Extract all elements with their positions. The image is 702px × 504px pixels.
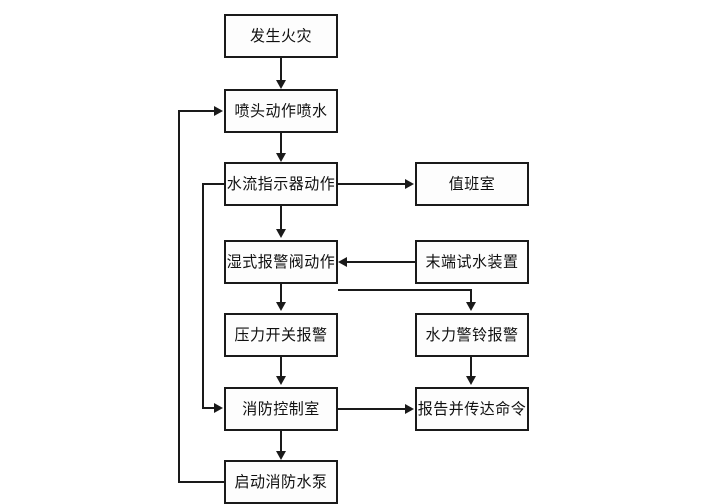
edge-controlroom-to-report-arrow: [405, 404, 414, 414]
edge-pump-loop-arrow: [214, 106, 223, 116]
node-end-test-device-label: 末端试水装置: [425, 252, 519, 271]
node-fire-label: 发生火灾: [249, 26, 312, 45]
node-report-command[interactable]: 报告并传达命令: [415, 387, 529, 431]
edge-flow-loop-top: [202, 183, 226, 185]
edge-endtest-to-wetvalve-arrow: [338, 257, 347, 267]
node-sprinkler-label: 喷头动作喷水: [234, 101, 328, 120]
edge-flow-loop-arrow: [214, 403, 223, 413]
node-fire[interactable]: 发生火灾: [224, 14, 338, 58]
node-report-command-label: 报告并传达命令: [417, 399, 527, 418]
node-fire-control-room-label: 消防控制室: [242, 399, 320, 418]
edge-pump-loop-bottom: [178, 481, 226, 483]
node-pressure-switch[interactable]: 压力开关报警: [224, 313, 338, 357]
edge-flow-loop-vertical: [202, 183, 204, 408]
node-duty-room-label: 值班室: [448, 174, 496, 193]
node-fire-control-room[interactable]: 消防控制室: [224, 387, 338, 431]
node-duty-room[interactable]: 值班室: [415, 162, 529, 206]
edge-controlroom-to-report-line: [338, 408, 406, 410]
edge-flow-to-dutyroom-arrow: [405, 179, 414, 189]
edge-waterbell-to-report-line: [470, 357, 472, 378]
edge-fire-to-sprinkler-arrow: [276, 80, 286, 89]
edge-flow-to-wetvalve-line: [280, 206, 282, 231]
node-wet-alarm-valve[interactable]: 湿式报警阀动作: [224, 240, 338, 284]
edge-flow-to-dutyroom-line: [338, 183, 406, 185]
edge-sprinkler-to-flow-line: [280, 133, 282, 155]
node-fire-pump[interactable]: 启动消防水泵: [224, 460, 338, 504]
node-fire-pump-label: 启动消防水泵: [234, 472, 328, 491]
edge-controlroom-to-pump-arrow: [276, 451, 286, 460]
node-water-bell-label: 水力警铃报警: [425, 325, 519, 344]
node-flow-indicator-label: 水流指示器动作: [226, 174, 336, 193]
edge-pump-loop-top: [178, 110, 217, 112]
node-wet-alarm-valve-label: 湿式报警阀动作: [226, 252, 336, 271]
edge-pump-loop-vertical: [178, 110, 180, 483]
node-sprinkler[interactable]: 喷头动作喷水: [224, 89, 338, 133]
edge-flow-to-wetvalve-arrow: [276, 229, 286, 238]
edge-pressure-to-controlroom-arrow: [276, 376, 286, 385]
edge-endtest-to-wetvalve-line: [347, 261, 415, 263]
edge-pressure-to-controlroom-line: [280, 357, 282, 378]
edge-flow-loop-bottom: [202, 407, 217, 409]
edge-wetvalve-to-waterbell-v: [470, 289, 472, 304]
edge-sprinkler-to-flow-arrow: [276, 153, 286, 162]
node-pressure-switch-label: 压力开关报警: [234, 325, 328, 344]
edge-wetvalve-to-waterbell-arrow: [466, 302, 476, 311]
edge-fire-to-sprinkler-line: [280, 58, 282, 82]
edge-wetvalve-to-waterbell-h: [338, 289, 472, 291]
edge-waterbell-to-report-arrow: [466, 376, 476, 385]
edge-controlroom-to-pump-line: [280, 431, 282, 453]
node-end-test-device[interactable]: 末端试水装置: [415, 240, 529, 284]
node-flow-indicator[interactable]: 水流指示器动作: [224, 162, 338, 206]
node-water-bell[interactable]: 水力警铃报警: [415, 313, 529, 357]
edge-wetvalve-to-pressure-arrow: [276, 302, 286, 311]
edge-wetvalve-to-pressure-line: [280, 284, 282, 303]
